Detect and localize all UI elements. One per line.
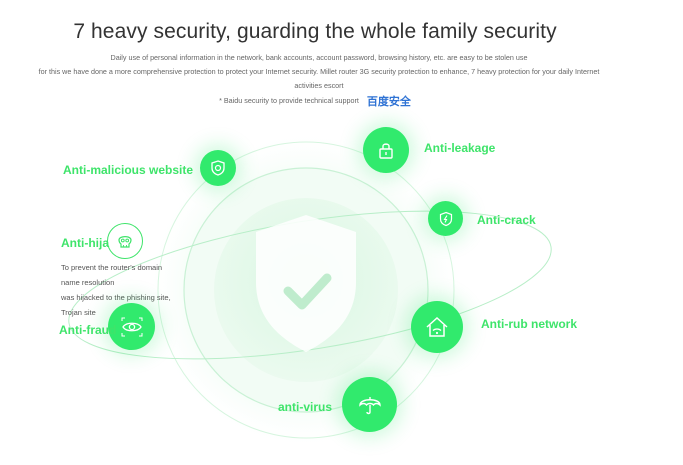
baidu-note-text: * Baidu security to provide technical su… [219,95,359,105]
anti-rub-network-label: Anti-rub network [481,317,577,331]
home-wifi-icon [426,316,448,337]
shield-circle-icon [211,160,225,176]
skull-icon [118,236,132,248]
anti-rub-network-badge[interactable] [411,301,463,353]
hijack-info-line-2: name resolution [61,278,115,287]
anti-malicious-website-label: Anti-malicious website [63,163,194,177]
description-line-3: activities escort [294,81,344,90]
baidu-security-logo: 百度安全 [366,96,411,108]
anti-crack-label: Anti-crack [477,213,536,227]
shield-icon [256,215,356,352]
anti-hijack-badge[interactable] [107,223,143,259]
shield-bolt-icon [439,211,452,226]
description-line-1: Daily use of personal information in the… [110,53,528,62]
hijack-info-line-3: was hijacked to the phishing site, [61,293,171,302]
hijack-info-line-4: Trojan site [61,308,96,317]
umbrella-icon [358,396,381,414]
lock-icon [379,143,393,159]
description-line-2: for this we have done a more comprehensi… [38,67,600,76]
anti-hijack-label: Anti-hija [61,236,109,250]
page-title: 7 heavy security, guarding the whole fam… [73,20,557,43]
eye-icon [121,317,142,336]
outer-ring [157,141,455,439]
checkmark-icon [283,273,332,310]
anti-virus-label: anti-virus [278,400,333,414]
anti-crack-badge[interactable] [428,201,463,236]
anti-fraud-badge[interactable] [108,303,155,350]
hijack-description: To prevent the router's domain name reso… [61,260,191,320]
anti-malicious-website-badge[interactable] [200,150,236,186]
anti-leakage-badge[interactable] [363,127,409,173]
anti-fraud-label: Anti-fraud [59,323,117,337]
hijack-info-line-1: To prevent the router's domain [61,263,163,272]
baidu-support-note: * Baidu security to provide technical su… [0,93,630,109]
anti-virus-badge[interactable] [342,377,397,432]
anti-leakage-label: Anti-leakage [424,141,496,155]
